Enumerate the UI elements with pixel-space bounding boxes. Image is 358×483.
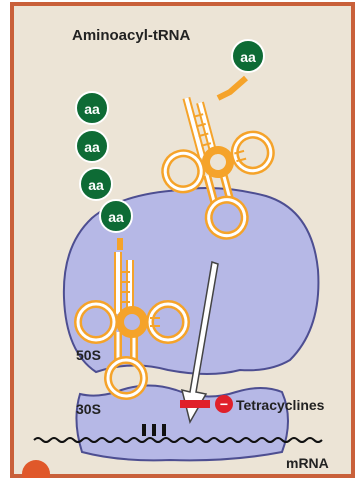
amino-acid-incoming: aa: [232, 40, 264, 72]
subunit-30s-label: 30S: [76, 401, 101, 417]
amino-acid-label: aa: [84, 101, 100, 117]
inhibitor-label: Tetracyclines: [236, 397, 325, 413]
amino-acid-label: aa: [108, 209, 124, 225]
amino-acid-label: aa: [88, 177, 104, 193]
inhibitor-bar: [180, 400, 210, 408]
amino-acid-3: aa: [80, 168, 112, 200]
minus-icon: −: [215, 395, 233, 413]
svg-text:−: −: [220, 396, 228, 412]
amino-acid-4: aa: [100, 200, 132, 232]
amino-acid-label: aa: [84, 139, 100, 155]
amino-acid-1: aa: [76, 92, 108, 124]
subunit-50s-label: 50S: [76, 347, 101, 363]
amino-acid-2: aa: [76, 130, 108, 162]
codon-marks: [142, 424, 166, 436]
mrna-label: mRNA: [286, 455, 329, 471]
amino-acid-label: aa: [240, 49, 256, 65]
diagram-title: Aminoacyl-tRNA: [72, 27, 191, 44]
